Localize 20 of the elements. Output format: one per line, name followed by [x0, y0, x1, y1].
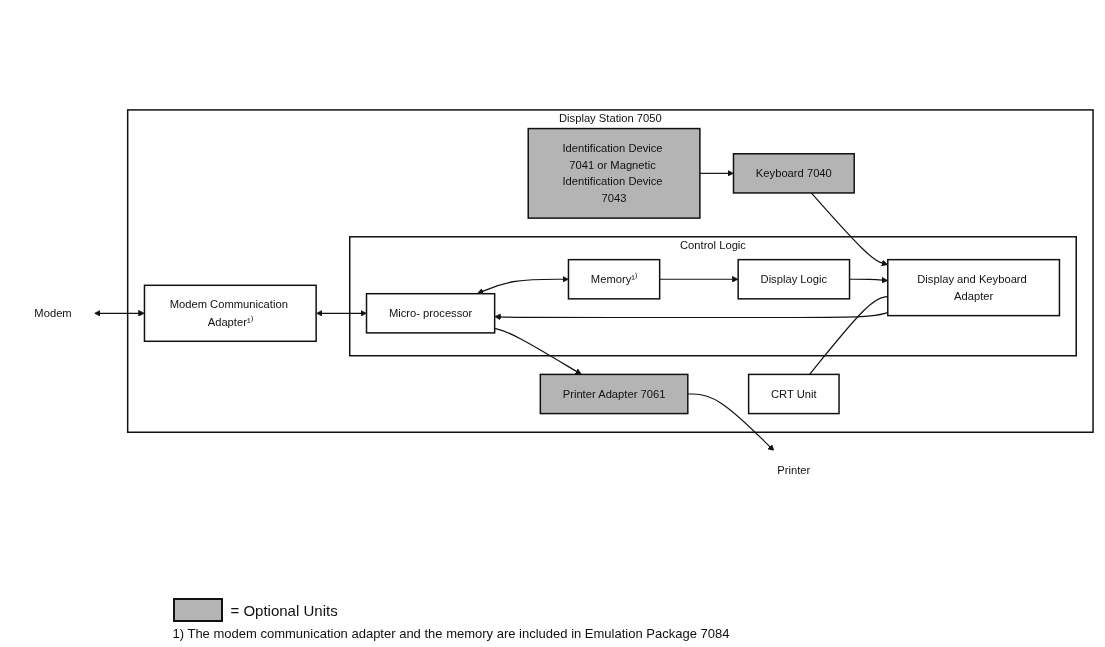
node-box: Identification Device 7041 or Magnetic Identification Device 7043 [527, 127, 701, 219]
arrow [494, 327, 582, 375]
node-box: Printer Adapter 7061 [539, 373, 689, 415]
node-text: Modem [34, 306, 72, 320]
node-box: Memory¹⁾ [567, 258, 661, 300]
arrow [699, 170, 734, 177]
arrow [659, 275, 739, 283]
node-box: Micro- processor [365, 292, 496, 334]
footnote: 1) The modem communication adapter and the memory are included in Emulation Package 7084 [172, 626, 731, 641]
node-box: Display and Keyboard Adapter [887, 258, 1061, 317]
node-box: CRT Unit [747, 373, 840, 415]
node-box: Keyboard 7040 [732, 153, 855, 194]
arrow [316, 310, 367, 317]
arrow [477, 275, 569, 295]
arrow [687, 393, 775, 452]
arrow [94, 310, 145, 317]
node-box: Display Logic [737, 258, 851, 300]
legend-text: = Optional Units [230, 601, 338, 619]
node-box: Modem Communication Adapter¹⁾ [143, 284, 317, 343]
node-text: Printer [777, 463, 811, 477]
